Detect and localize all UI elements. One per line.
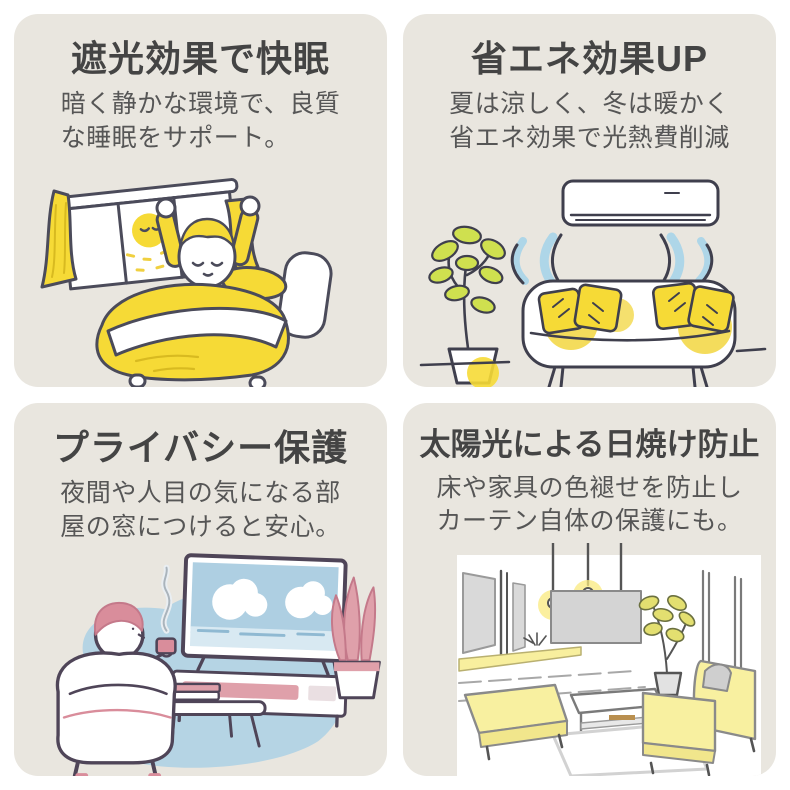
houseplant-icon [330,576,381,700]
card-description: 夜間や人目の気になる部 屋の窓につけると安心。 [60,479,341,541]
tv-icon [180,553,348,677]
card-description: 床や家具の色褪せを防止し カーテン自体の保護にも。 [436,473,743,536]
card-title: プライバシー保護 [52,427,349,468]
uv-protection-illustration [457,543,761,776]
card-title: 太陽光による日焼け防止 [419,427,760,462]
card-description: 暗く静かな環境で、良質 な睡眠をサポート。 [60,90,341,152]
feature-card-uv-protection: 太陽光による日焼け防止 床や家具の色褪せを防止し カーテン自体の保護にも。 [403,403,776,776]
ottoman-icon [463,683,569,761]
sleep-illustration [40,178,333,387]
air-conditioner-icon [561,179,720,227]
potted-plant-icon [419,225,767,387]
window-icon [458,569,582,672]
sofa-icon [641,659,757,776]
feature-card-privacy: プライバシー保護 夜間や人目の気になる部 屋の窓につけると安心。 [14,403,387,776]
armchair-icon [55,651,177,776]
energy-saving-illustration [419,179,767,387]
wall-tv-icon [550,590,642,644]
card-description: 夏は涼しく、冬は暖かく 省エネ効果で光熱費削減 [449,90,730,152]
feature-card-sleep: 遮光効果で快眠 暗く静かな環境で、良質 な睡眠をサポート。 [14,14,387,387]
privacy-illustration [55,553,381,776]
card-title: 遮光効果で快眠 [70,38,330,79]
indoor-plant-icon [638,594,696,697]
sofa-icon [521,279,737,387]
card-title: 省エネ効果UP [470,38,708,79]
feature-card-energy-saving: 省エネ効果UP 夏は涼しく、冬は暖かく 省エネ効果で光熱費削減 [403,14,776,387]
